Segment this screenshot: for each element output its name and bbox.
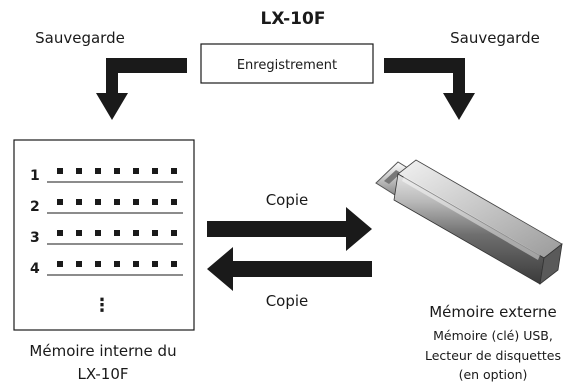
memory-slot-1: 1 bbox=[30, 168, 183, 184]
memory-slot-number: 2 bbox=[30, 199, 40, 215]
internal-memory-caption-line2: LX-10F bbox=[77, 365, 128, 383]
memory-slot-4: 4 bbox=[30, 261, 183, 277]
save-function-box bbox=[200, 43, 374, 84]
memory-slot-2: 2 bbox=[30, 199, 183, 215]
memory-slot-number: 4 bbox=[30, 261, 40, 277]
save-label-right: Sauvegarde bbox=[450, 29, 540, 47]
memory-slot-3: 3 bbox=[30, 230, 183, 246]
copy-label-bottom: Copie bbox=[266, 292, 309, 310]
device-model-title: LX-10F bbox=[261, 9, 326, 29]
external-memory-line3: (en option) bbox=[459, 367, 528, 382]
save-arrow-right bbox=[384, 58, 475, 120]
usb-drive-icon bbox=[375, 159, 563, 285]
save-label-left: Sauvegarde bbox=[35, 29, 125, 47]
memory-slot-number: 1 bbox=[30, 168, 40, 184]
external-memory-line2: Lecteur de disquettes bbox=[425, 348, 561, 363]
copy-arrow-to-internal bbox=[207, 247, 372, 291]
external-memory-title: Mémoire externe bbox=[429, 303, 557, 321]
internal-memory-caption-line1: Mémoire interne du bbox=[29, 342, 176, 360]
save-function-label: Enregistrement bbox=[237, 58, 337, 73]
copy-arrow-to-external bbox=[207, 207, 372, 251]
internal-memory-panel bbox=[13, 139, 195, 331]
copy-label-top: Copie bbox=[266, 191, 309, 209]
external-memory-line1: Mémoire (clé) USB, bbox=[433, 328, 553, 343]
memory-slot-number: 3 bbox=[30, 230, 40, 246]
save-arrow-left bbox=[96, 58, 187, 120]
more-slots-ellipsis: ⋮ bbox=[93, 295, 111, 316]
